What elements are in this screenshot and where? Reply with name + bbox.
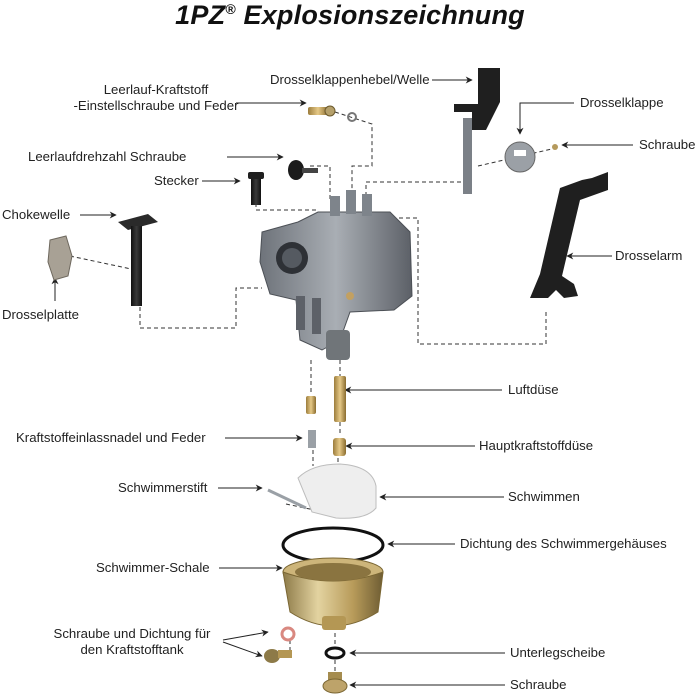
arrow-tank-upper bbox=[222, 629, 269, 641]
label-tank-line1: Schraube und Dichtung für bbox=[53, 626, 211, 641]
label-schwimmen: Schwimmen bbox=[508, 489, 580, 504]
float-bowl-part bbox=[282, 557, 384, 630]
float-part bbox=[267, 463, 377, 519]
label-schraube-bottom: Schraube bbox=[510, 677, 567, 692]
label-luftduese: Luftdüse bbox=[508, 382, 559, 397]
air-jet-part bbox=[334, 376, 346, 422]
label-drosselarm: Drosselarm bbox=[615, 248, 683, 263]
label-tank-line2: den Kraftstofftank bbox=[80, 642, 184, 657]
throttle-arm-part bbox=[530, 172, 608, 298]
label-drosselklappenhebel: Drosselklappenhebel/Welle bbox=[270, 72, 430, 87]
title-model: 1PZ bbox=[175, 0, 226, 30]
label-chokewelle: Chokewelle bbox=[2, 207, 71, 222]
inlet-needle-part bbox=[306, 396, 316, 448]
leader-arrows bbox=[51, 76, 633, 689]
label-drosselplatte: Drosselplatte bbox=[2, 307, 79, 322]
idle-fuel-screw-part bbox=[308, 105, 357, 122]
label-schwimmerstift: Schwimmerstift bbox=[118, 480, 208, 495]
title-rest: Explosionszeichnung bbox=[235, 0, 525, 30]
arrow-drosselklappe bbox=[516, 102, 574, 135]
idle-speed-screw-part bbox=[288, 160, 318, 180]
choke-shaft-part bbox=[118, 214, 158, 306]
label-schraube-top: Schraube bbox=[639, 137, 696, 152]
label-schwimmer-schale: Schwimmer-Schale bbox=[96, 560, 210, 575]
bottom-bolt-part bbox=[322, 672, 348, 694]
label-leerlauf-kraftstoff: Leerlauf-Kraftstoff -Einstellschraube un… bbox=[72, 82, 240, 114]
label-drosselklappe: Drosselklappe bbox=[580, 95, 664, 110]
label-leerlaufdrehzahl: Leerlaufdrehzahl Schraube bbox=[28, 149, 187, 164]
label-unterlegscheibe: Unterlegscheibe bbox=[510, 645, 606, 660]
throttle-lever-part bbox=[454, 68, 500, 194]
diagram-title: 1PZ® Explosionszeichnung bbox=[0, 0, 700, 31]
label-leerlauf-kraftstoff-line2: -Einstellschraube und Feder bbox=[73, 98, 239, 113]
washer-part bbox=[324, 646, 346, 660]
label-kraftstoffeinlassnadel: Kraftstoffeinlassnadel und Feder bbox=[16, 430, 206, 445]
main-jet-part bbox=[333, 438, 346, 456]
drain-screw-part bbox=[264, 626, 296, 663]
arrow-tank-lower bbox=[222, 641, 263, 658]
label-hauptkraftstoffduese: Hauptkraftstoffdüse bbox=[479, 438, 594, 453]
bowl-gasket-part bbox=[281, 526, 385, 564]
label-tank: Schraube und Dichtung für den Kraftstoff… bbox=[40, 626, 224, 658]
plug-part bbox=[248, 172, 264, 205]
label-stecker: Stecker bbox=[154, 173, 199, 188]
throttle-plate-part bbox=[504, 141, 558, 173]
label-leerlauf-kraftstoff-line1: Leerlauf-Kraftstoff bbox=[103, 82, 209, 97]
title-registered-mark: ® bbox=[225, 1, 236, 17]
label-dichtung: Dichtung des Schwimmergehäuses bbox=[460, 536, 667, 551]
assembly-dashed-lines bbox=[69, 111, 557, 672]
choke-plate-part bbox=[47, 235, 73, 281]
carburetor-body-part bbox=[259, 190, 413, 360]
